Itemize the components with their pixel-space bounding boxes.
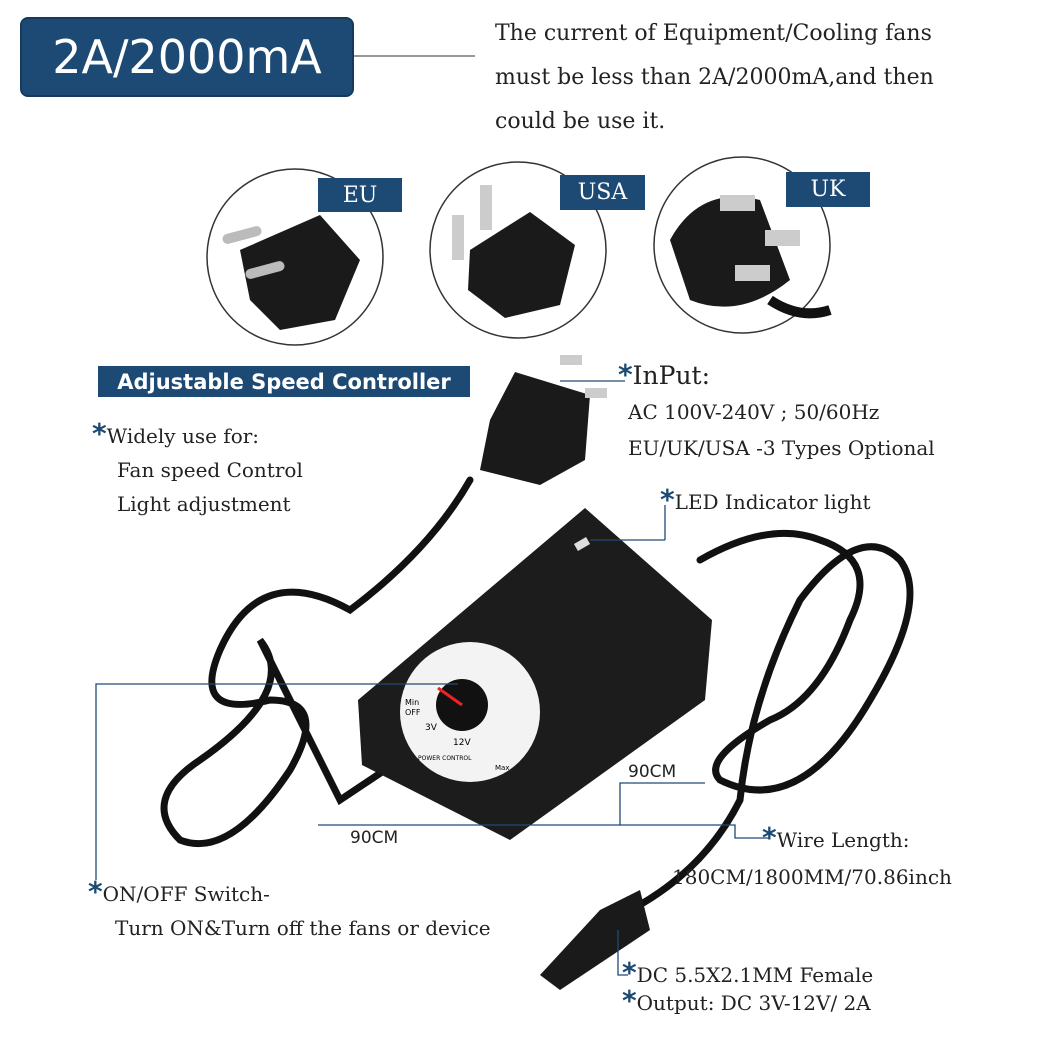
uk-tag: UK xyxy=(786,172,870,207)
current-note: The current of Equipment/Cooling fans mu… xyxy=(495,12,1015,144)
dial-12v-label: 12V xyxy=(453,738,471,748)
switch-callout: *ON/OFF Switch- Turn ON&Turn off the fan… xyxy=(88,875,491,945)
asterisk-icon: * xyxy=(88,875,103,908)
wire-length-callout: *Wire Length: xyxy=(762,821,909,857)
asterisk-icon: * xyxy=(622,956,637,989)
adapter-body: Min OFF 3V 12V POWER CONTROL Max xyxy=(358,508,712,840)
left-cable-length: 90CM xyxy=(350,828,399,848)
dial-3v-label: 3V xyxy=(425,723,438,733)
asterisk-icon: * xyxy=(762,821,777,854)
widely-use-callout: *Widely use for: Fan speed Control Light… xyxy=(92,417,303,521)
callout-text: Output: DC 3V-12V/ 2A xyxy=(636,991,871,1015)
dial-min-label: Min xyxy=(405,698,419,707)
callout-text: DC 5.5X2.1MM Female xyxy=(636,963,874,987)
asterisk-icon: * xyxy=(92,417,107,450)
dial-power-control-label: POWER CONTROL xyxy=(418,755,472,762)
callout-text: LED Indicator light xyxy=(674,490,871,514)
callout-title: Wire Length: xyxy=(776,828,910,852)
note-line: The current of Equipment/Cooling fans xyxy=(495,21,932,46)
product-banner: Adjustable Speed Controller xyxy=(98,366,470,397)
us-plug-on-cable xyxy=(480,355,607,485)
right-cable-length: 90CM xyxy=(628,762,677,782)
cables xyxy=(160,476,914,924)
callout-title: ON/OFF Switch- xyxy=(102,882,270,906)
dc-connector xyxy=(540,890,650,990)
asterisk-icon: * xyxy=(622,984,637,1017)
callout-line: Turn ON&Turn off the fans or device xyxy=(115,916,491,940)
note-line: must be less than 2A/2000mA,and then xyxy=(495,65,934,90)
callout-title: Widely use for: xyxy=(106,424,260,448)
eu-plug-image xyxy=(206,168,384,346)
asterisk-icon: * xyxy=(618,358,633,391)
callout-line: EU/UK/USA -3 Types Optional xyxy=(628,436,935,460)
eu-tag: EU xyxy=(318,178,402,212)
callout-line: AC 100V-240V ; 50/60Hz xyxy=(628,400,880,424)
usa-tag: USA xyxy=(560,175,645,210)
wire-length-value: 180CM/1800MM/70.86inch xyxy=(672,865,952,889)
output-callout: *Output: DC 3V-12V/ 2A xyxy=(622,987,871,1016)
dial-max-label: Max xyxy=(495,764,509,772)
dc-callout: *DC 5.5X2.1MM Female xyxy=(622,959,874,988)
callout-line: Light adjustment xyxy=(117,492,291,516)
led-indicator xyxy=(573,537,591,551)
callout-title: InPut: xyxy=(632,361,711,390)
input-callout: *InPut: AC 100V-240V ; 50/60Hz EU/UK/USA… xyxy=(618,358,935,466)
note-line: could be use it. xyxy=(495,109,666,134)
led-callout: *LED Indicator light xyxy=(660,483,871,519)
dial-off-label: OFF xyxy=(405,708,421,717)
current-rating-badge: 2A/2000mA xyxy=(20,17,354,97)
asterisk-icon: * xyxy=(660,483,675,516)
callout-line: Fan speed Control xyxy=(117,458,303,482)
